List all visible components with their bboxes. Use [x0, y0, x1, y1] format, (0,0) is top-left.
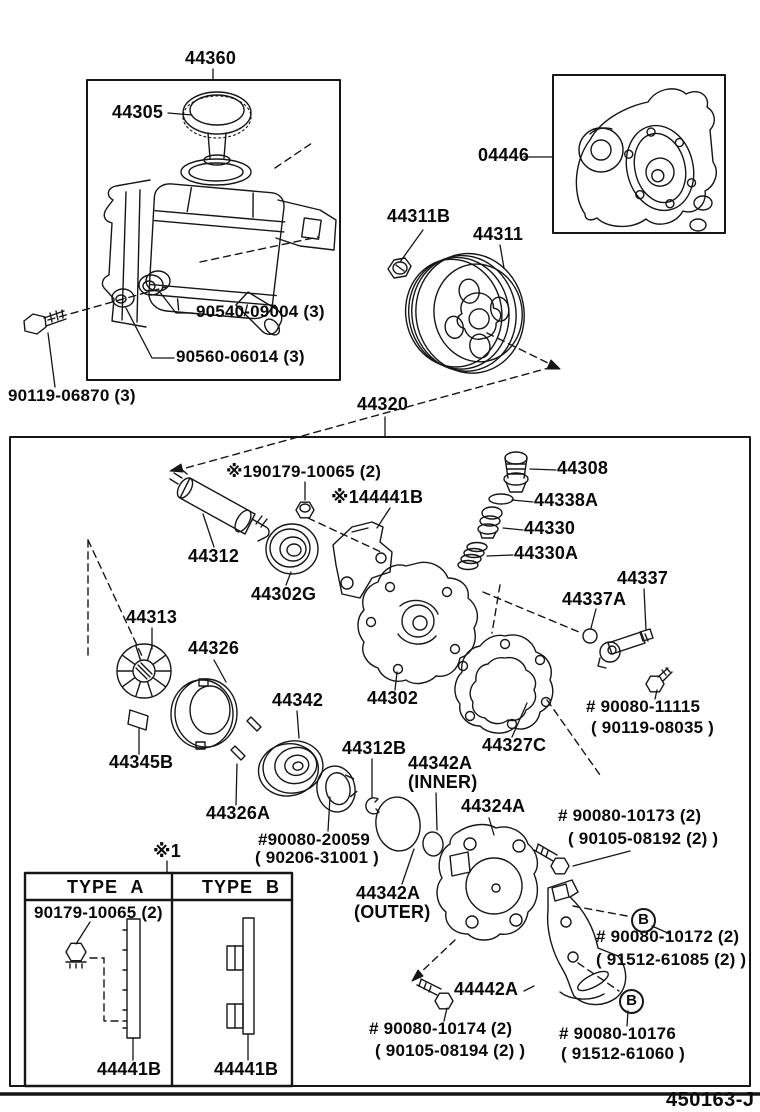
marker-b1: B: [631, 908, 656, 933]
type-table-note: ※1: [153, 841, 181, 861]
callout-44337: 44337: [617, 568, 669, 588]
bracket-44442A-drawing: [546, 879, 627, 1006]
callout-44311: 44311: [473, 224, 524, 244]
callout-44337A: 44337A: [562, 589, 627, 609]
callout-90179-10065: 90179-10065 (2): [34, 903, 163, 922]
type-a-cell-drawing: [65, 918, 141, 1039]
drawing-code: 450163-J: [666, 1089, 755, 1111]
front-housing-44302-drawing: [357, 561, 479, 685]
callout-90560-06014: 90560-06014 (3): [176, 347, 305, 366]
callout-44302: 44302: [367, 688, 419, 708]
callout-144441B: ※144441B: [331, 487, 424, 507]
callout-44442A: 44442A: [454, 979, 519, 999]
callout-90080-10173: # 90080-10173 (2): [558, 806, 702, 825]
callout-90080-20059: #90080-20059: [258, 830, 371, 849]
callout-90119-06870: 90119-06870 (3): [8, 386, 136, 405]
type-b-cell-drawing: [226, 917, 255, 1035]
callout-44342: 44342: [272, 690, 324, 710]
callout-90105-08192: ( 90105-08192 (2) ): [568, 829, 719, 848]
callout-90080-10172: # 90080-10172 (2): [596, 927, 740, 946]
rotor-assy-44342-drawing: [257, 740, 358, 813]
type-b-header: TYPE B: [202, 877, 281, 897]
callout-44342A-inner: 44342A: [408, 753, 473, 773]
pins-44326A-drawing: [230, 716, 262, 761]
pulley-drawing: [387, 252, 525, 374]
callout-44330: 44330: [524, 518, 576, 538]
cam-ring-44326-drawing: [170, 678, 238, 750]
callout-44338A: 44338A: [534, 490, 599, 510]
callout-outer-note: (OUTER): [354, 902, 431, 922]
oring-outer-drawing: [375, 796, 421, 852]
spring-44330A-drawing: [457, 541, 488, 571]
callout-44308: 44308: [557, 458, 609, 478]
callout-44312: 44312: [188, 546, 240, 566]
callout-44345B: 44345B: [109, 752, 174, 772]
bolt-11115-drawing: [645, 667, 673, 693]
bracket-144441B-drawing: [332, 521, 393, 599]
callout-44313: 44313: [126, 607, 178, 627]
rotor-44313-drawing: [116, 643, 172, 699]
vane-44345B-drawing: [127, 709, 149, 731]
callout-44326A: 44326A: [206, 803, 271, 823]
bleeder-44308-drawing: [503, 451, 529, 493]
valve-44330-drawing: [477, 506, 503, 539]
shaft-44312-drawing: [169, 467, 270, 542]
oring-44337A-drawing: [582, 628, 598, 644]
callout-inner-note: (INNER): [408, 772, 478, 792]
type-table-frame: [23, 871, 294, 1088]
callout-44342A-outer: 44342A: [356, 883, 421, 903]
callout-44302G: 44302G: [251, 584, 317, 604]
gasket-kit-frame: [552, 74, 726, 234]
type-a-header: TYPE A: [67, 877, 145, 897]
rear-housing-44324A-drawing: [436, 823, 539, 941]
callout-90206-31001: ( 90206-31001 ): [255, 848, 379, 867]
bearing-44302G-drawing: [265, 523, 319, 575]
callout-44327C: 44327C: [482, 735, 547, 755]
bolt-10174-drawing: [416, 978, 454, 1010]
marker-b2: B: [619, 989, 644, 1014]
callout-44326: 44326: [188, 638, 240, 658]
callout-90540-09004: 90540-09004 (3): [196, 302, 325, 321]
callout-91512-61060: ( 91512-61060 ): [561, 1044, 685, 1063]
callout-04446: 04446: [478, 145, 530, 165]
callout-90080-11115: # 90080-11115: [586, 697, 701, 716]
callout-91512-61085: ( 91512-61085 (2) ): [596, 950, 747, 969]
oring-inner-drawing: [422, 831, 444, 857]
callout-44441B-type-b: 44441B: [214, 1059, 279, 1079]
stud-44337-drawing: [597, 628, 654, 669]
oring-44338A-drawing: [488, 493, 514, 505]
callout-90119-08035: ( 90119-08035 ): [591, 718, 715, 737]
callout-44441B-type-a: 44441B: [97, 1059, 162, 1079]
reservoir-drawing: [23, 91, 337, 336]
gasket-44327C-drawing: [454, 634, 554, 734]
callout-190179-10065: ※190179-10065 (2): [226, 462, 382, 481]
callout-44311B: 44311B: [387, 206, 451, 226]
callout-44305: 44305: [112, 102, 164, 122]
callout-90105-08194: ( 90105-08194 (2) ): [375, 1041, 526, 1060]
bolt-10173-drawing: [533, 843, 570, 875]
callout-44324A: 44324A: [461, 796, 526, 816]
nut-190179-drawing: [295, 501, 315, 519]
callout-44320: 44320: [357, 394, 409, 414]
callout-90080-10176: # 90080-10176: [559, 1024, 676, 1043]
leader-lines: [47, 68, 671, 1061]
construction-lines: [87, 332, 628, 992]
gasket-kit-drawing: [575, 88, 717, 232]
snap-ring-44312B-drawing: [365, 797, 380, 815]
callout-44360: 44360: [185, 48, 237, 68]
callout-44330A: 44330A: [514, 543, 579, 563]
pump-box-frame: [9, 436, 751, 1087]
callout-44312B: 44312B: [342, 738, 407, 758]
callout-90080-10174: # 90080-10174 (2): [369, 1019, 513, 1038]
